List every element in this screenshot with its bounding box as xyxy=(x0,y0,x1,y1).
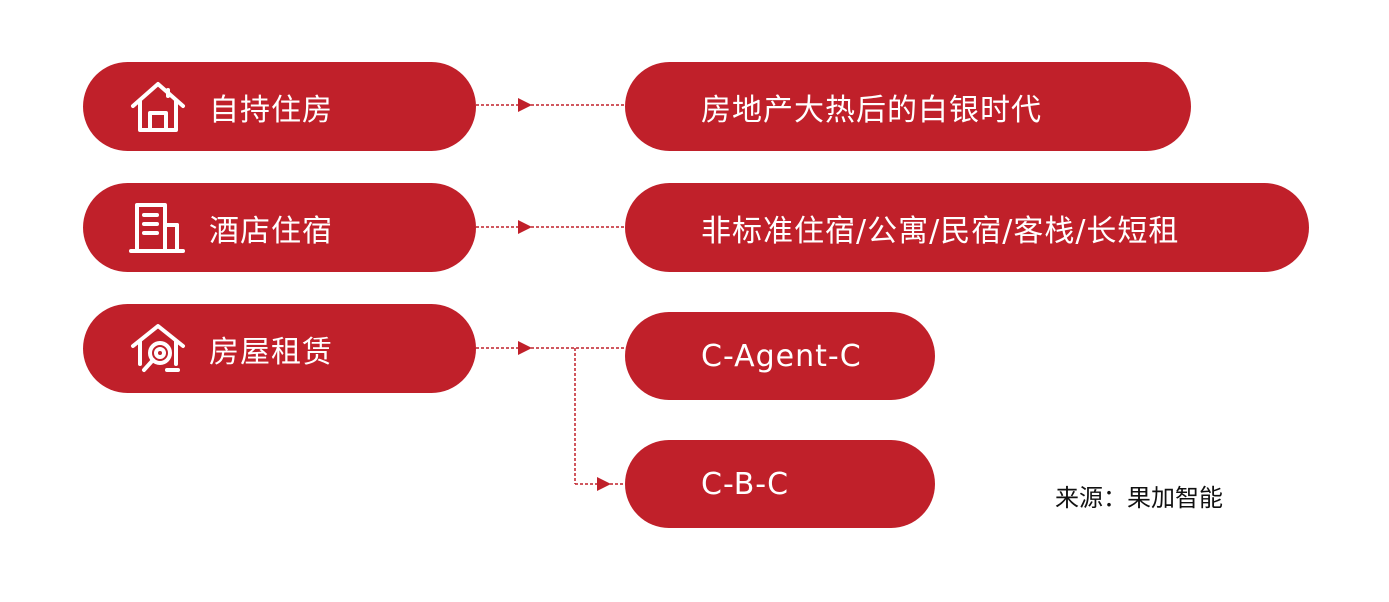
category-label: 自持住房 xyxy=(209,92,333,128)
description-nonstandard-lodging: 非标准住宿/公寓/民宿/客栈/长短租 xyxy=(625,183,1309,272)
description-label: C-Agent-C xyxy=(701,338,862,374)
arrowhead xyxy=(518,220,532,234)
category-label: 酒店住宿 xyxy=(209,213,333,249)
category-hotel-lodging: 酒店住宿 xyxy=(83,183,476,272)
description-label: C-B-C xyxy=(701,466,790,502)
category-label: 房屋租赁 xyxy=(209,334,333,370)
house-icon xyxy=(131,81,185,132)
house-search-icon xyxy=(131,323,185,372)
description-label: 非标准住宿/公寓/民宿/客栈/长短租 xyxy=(701,213,1180,249)
arrowhead xyxy=(597,477,611,491)
arrowhead xyxy=(518,98,532,112)
description-silver-era: 房地产大热后的白银时代 xyxy=(625,62,1191,151)
category-self-owned-housing: 自持住房 xyxy=(83,62,476,151)
building-icon xyxy=(129,202,185,253)
description-c-agent-c: C-Agent-C xyxy=(625,312,935,400)
description-c-b-c: C-B-C xyxy=(625,440,935,528)
source-caption: 来源：果加智能 xyxy=(1055,484,1223,512)
arrowhead xyxy=(518,341,532,355)
category-house-rental: 房屋租赁 xyxy=(83,304,476,393)
description-label: 房地产大热后的白银时代 xyxy=(701,92,1042,128)
